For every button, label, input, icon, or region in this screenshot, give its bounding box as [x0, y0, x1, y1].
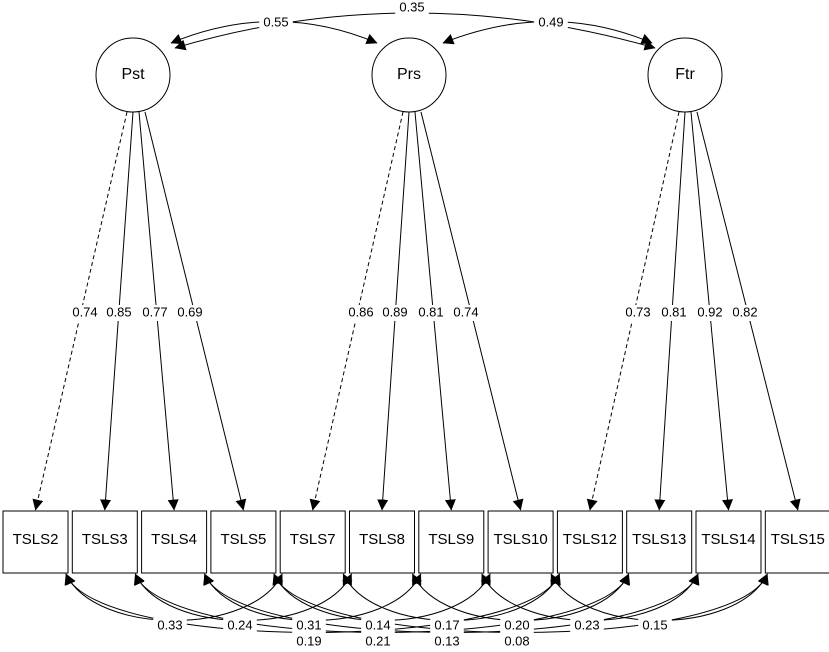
loading-label-tsls9-backdrop	[414, 305, 448, 321]
loading-label-tsls8: 0.89	[382, 304, 407, 319]
observed-box-tsls10	[487, 510, 554, 574]
residual-covariance-label-tsls8-tsls13: 0.20	[504, 617, 529, 632]
loading-label-tsls7-backdrop	[344, 305, 378, 321]
observed-label-tsls3: TSLS3	[82, 531, 128, 548]
residual-covariance-label-tsls4-tsls9: 0.31	[296, 617, 321, 632]
residual-covariance-label-tsls3-tsls8: 0.24	[227, 617, 252, 632]
loading-label-tsls4-backdrop	[138, 305, 172, 321]
loading-label-tsls8-backdrop	[378, 305, 412, 321]
loading-label-tsls13: 0.81	[661, 304, 686, 319]
covariance-label-pst-ftr-backdrop	[395, 0, 429, 16]
residual-covariance-label-tsls4-tsls14-backdrop	[430, 634, 464, 650]
latent-label-pst: Pst	[121, 66, 145, 83]
observed-box-tsls7	[279, 510, 346, 574]
observed-label-tsls8: TSLS8	[359, 531, 405, 548]
loading-label-tsls2-backdrop	[68, 305, 102, 321]
loading-label-tsls10-backdrop	[449, 305, 483, 321]
residual-covariance-tsls3-tsls8	[134, 573, 352, 621]
residual-covariance-label-tsls7-tsls12: 0.17	[434, 617, 459, 632]
loading-label-tsls3-backdrop	[102, 305, 136, 321]
observed-label-tsls5: TSLS5	[220, 531, 266, 548]
loading-label-tsls4: 0.77	[142, 304, 167, 319]
observed-box-tsls5	[210, 510, 277, 574]
observed-box-tsls12	[556, 510, 623, 574]
residual-covariance-tsls7-tsls12	[342, 573, 560, 621]
loading-label-tsls13-backdrop	[657, 305, 691, 321]
observed-box-tsls4	[141, 510, 208, 574]
observed-box-tsls2	[2, 510, 69, 574]
observed-label-tsls4: TSLS4	[151, 531, 197, 548]
loading-label-tsls2: 0.74	[72, 304, 97, 319]
loading-label-tsls15: 0.82	[732, 304, 757, 319]
loading-label-tsls15-backdrop	[728, 305, 762, 321]
observed-box-tsls8	[349, 510, 415, 574]
covariance-label-prs-ftr-backdrop	[534, 15, 568, 31]
residual-covariance-label-tsls4-tsls9-backdrop	[292, 618, 326, 634]
loading-label-tsls10: 0.74	[453, 304, 478, 319]
observed-label-tsls7: TSLS7	[290, 531, 336, 548]
residual-covariance-label-tsls3-tsls13: 0.21	[365, 633, 390, 648]
residual-covariance-label-tsls2-tsls12-backdrop	[292, 634, 326, 650]
loading-label-tsls14: 0.92	[697, 304, 722, 319]
observed-label-tsls15: TSLS15	[771, 531, 825, 548]
observed-label-tsls9: TSLS9	[428, 531, 474, 548]
residual-covariance-label-tsls5-tsls10: 0.14	[365, 617, 390, 632]
residual-covariance-label-tsls3-tsls8-backdrop	[223, 618, 257, 634]
observed-box-tsls15	[764, 510, 829, 574]
residual-covariance-label-tsls2-tsls7: 0.33	[157, 617, 182, 632]
residual-covariance-tsls2-tsls7	[65, 573, 283, 621]
residual-covariance-label-tsls9-tsls14-backdrop	[570, 618, 604, 634]
observed-box-tsls13	[626, 510, 693, 574]
residual-covariance-label-tsls5-tsls15: 0.08	[504, 633, 529, 648]
residual-covariance-label-tsls10-tsls15-backdrop	[638, 618, 672, 634]
observed-box-tsls9	[418, 510, 485, 574]
observed-label-tsls10: TSLS10	[493, 531, 547, 548]
residual-covariance-label-tsls9-tsls14: 0.23	[574, 617, 599, 632]
residual-covariance-tsls9-tsls14	[481, 573, 699, 621]
loading-label-tsls5-backdrop	[173, 305, 207, 321]
loading-label-tsls12-backdrop	[621, 305, 655, 321]
observed-label-tsls2: TSLS2	[13, 531, 59, 548]
residual-covariance-label-tsls5-tsls15-backdrop	[500, 634, 534, 650]
latent-label-prs: Prs	[397, 66, 421, 83]
residual-covariance-label-tsls2-tsls7-backdrop	[153, 618, 187, 634]
residual-covariance-label-tsls3-tsls13-backdrop	[361, 634, 395, 650]
latent-label-ftr: Ftr	[675, 66, 695, 83]
residual-covariance-label-tsls7-tsls12-backdrop	[430, 618, 464, 634]
observed-label-tsls14: TSLS14	[701, 531, 755, 548]
residual-covariance-tsls4-tsls9	[204, 573, 422, 621]
latent-node-prs	[371, 37, 447, 113]
coefficient-label-layer: 0.55 0.35 0.49 0.74 0.85 0.77 0.69 0.86 0.89 0.81…	[68, 0, 762, 650]
loading-label-tsls7: 0.86	[348, 304, 373, 319]
loading-label-tsls5: 0.69	[177, 304, 202, 319]
observed-label-tsls13: TSLS13	[632, 531, 686, 548]
residual-covariance-tsls10-tsls15	[550, 573, 768, 621]
latent-node-ftr	[647, 37, 723, 113]
residual-covariance-tsls8-tsls13	[412, 573, 630, 621]
residual-covariance-label-tsls2-tsls12: 0.19	[296, 633, 321, 648]
covariance-label-pst-prs: 0.55	[263, 14, 288, 29]
covariance-label-pst-ftr: 0.35	[399, 0, 424, 14]
latent-node-pst	[95, 37, 171, 113]
loading-label-tsls14-backdrop	[693, 305, 727, 321]
residual-covariance-label-tsls8-tsls13-backdrop	[500, 618, 534, 634]
covariance-label-prs-ftr: 0.49	[538, 14, 563, 29]
observed-box-tsls3	[71, 510, 138, 574]
residual-covariance-label-tsls10-tsls15: 0.15	[642, 617, 667, 632]
loading-label-tsls3: 0.85	[106, 304, 131, 319]
residual-covariance-label-tsls5-tsls10-backdrop	[361, 618, 395, 634]
observed-box-tsls14	[695, 510, 762, 574]
observed-label-tsls12: TSLS12	[563, 531, 617, 548]
loading-label-tsls12: 0.73	[625, 304, 650, 319]
covariance-label-pst-prs-backdrop	[259, 15, 293, 31]
loading-label-tsls9: 0.81	[418, 304, 443, 319]
residual-covariance-tsls5-tsls10	[273, 573, 491, 621]
residual-covariance-label-tsls4-tsls14: 0.13	[434, 633, 459, 648]
